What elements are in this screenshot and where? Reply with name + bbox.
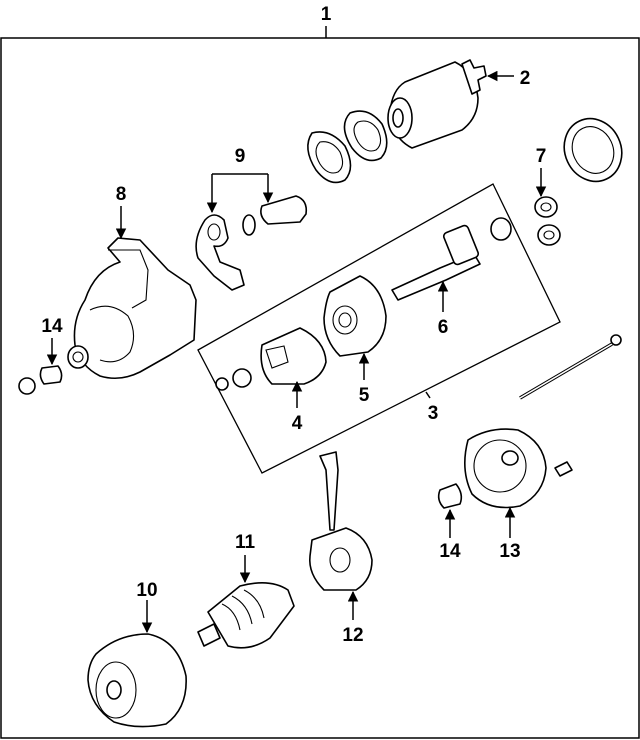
callout-14-left: 14 <box>41 316 63 337</box>
callout-4: 4 <box>292 413 303 434</box>
bushing-part-7 <box>534 196 561 246</box>
shaft-part-6 <box>391 217 512 301</box>
bushing-part-14-left <box>18 365 63 395</box>
callout-9: 9 <box>235 146 246 167</box>
callout-13: 13 <box>499 541 520 562</box>
clutch-part-4 <box>215 327 327 391</box>
leader-3 <box>425 391 431 399</box>
through-bolt-part <box>519 334 622 400</box>
bushing-part-14-right <box>437 483 463 509</box>
solenoid-part <box>387 59 487 149</box>
armature-part-11 <box>197 582 295 649</box>
callout-3: 3 <box>428 403 439 424</box>
rear-cover-part-13 <box>464 428 573 509</box>
callout-8: 8 <box>116 184 127 205</box>
brush-holder-part-12 <box>308 451 373 591</box>
gear-housing-part-5 <box>323 275 387 357</box>
callout-11: 11 <box>235 532 256 553</box>
callout-5: 5 <box>359 385 370 406</box>
front-housing-part-8 <box>67 237 197 380</box>
gasket-part <box>307 110 388 184</box>
sub-assembly-box <box>197 183 561 474</box>
callout-14-right: 14 <box>439 541 461 562</box>
callout-7: 7 <box>536 146 547 167</box>
yoke-part-10 <box>87 633 187 728</box>
assembly-frame <box>0 37 640 739</box>
callout-6: 6 <box>438 317 449 338</box>
callout-12: 12 <box>342 625 363 646</box>
oring-part <box>563 117 623 183</box>
callout-1: 1 <box>321 4 332 25</box>
callout-10: 10 <box>136 580 157 601</box>
callout-2: 2 <box>520 68 531 89</box>
